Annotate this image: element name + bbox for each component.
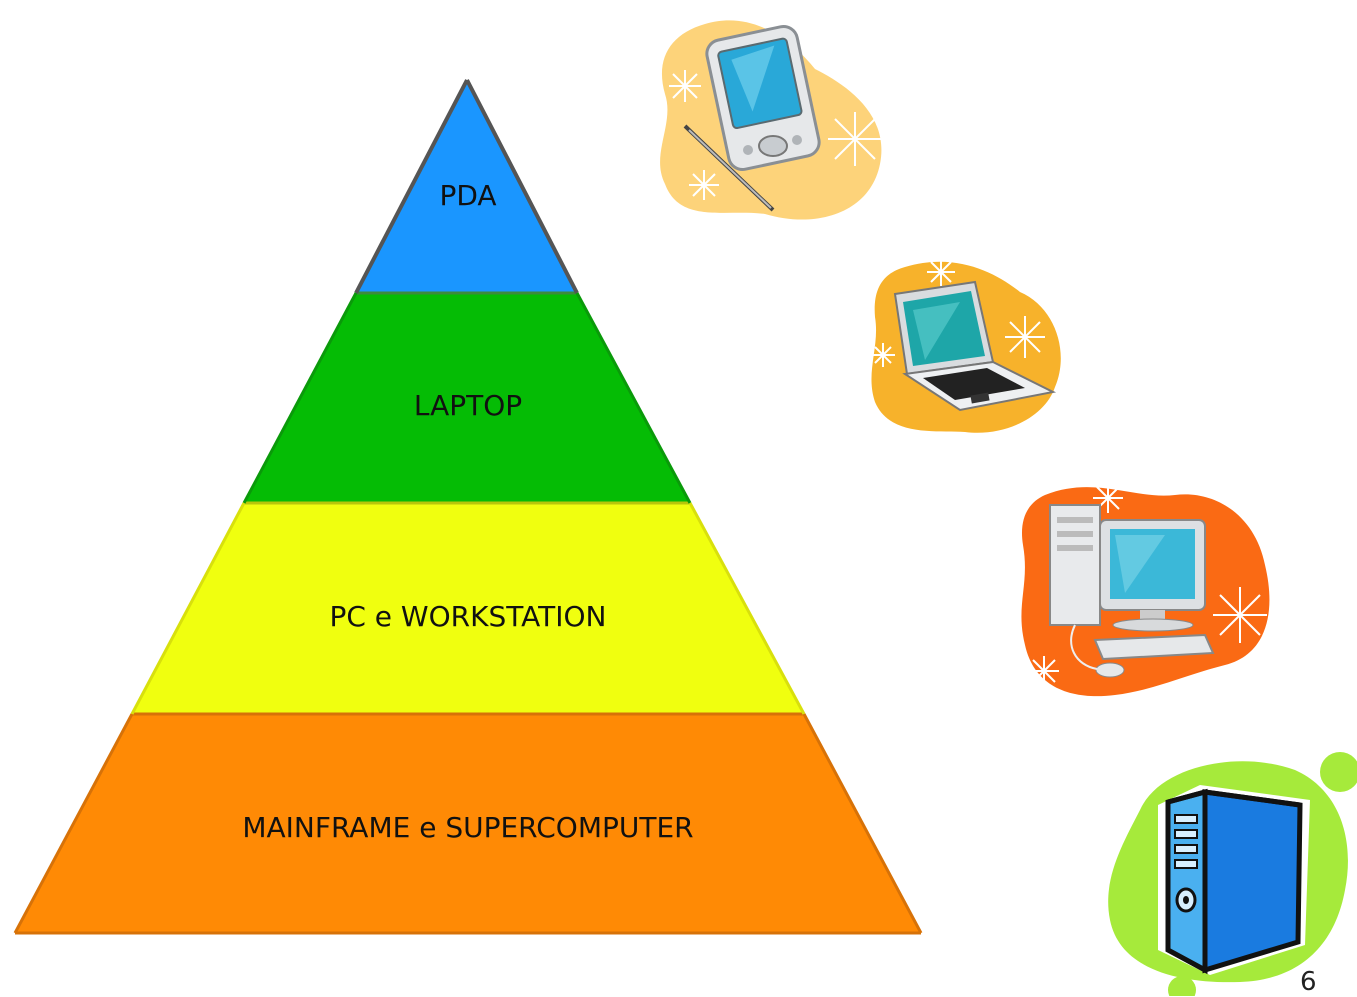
pda-device-icon (660, 20, 882, 220)
laptop-icon (871, 258, 1061, 433)
pyramid-layer-pc (132, 503, 804, 714)
server-tower-icon (1108, 752, 1357, 996)
pyramid-layer-pda (356, 80, 577, 293)
desktop-pc-icon (1021, 483, 1270, 697)
pyramid-layer-mainframe (15, 714, 921, 933)
pyramid-label-pc-workstation: PC e WORKSTATION (329, 600, 606, 633)
pyramid-layer-laptop (244, 293, 690, 503)
pyramid-label-laptop: LAPTOP (414, 389, 522, 422)
pyramid-diagram: PDA LAPTOP PC e WORKSTATION MAINFRAME e … (13, 79, 923, 935)
page-number: 6 (1300, 967, 1317, 997)
pyramid-label-pda: PDA (439, 179, 496, 212)
pyramid-label-mainframe: MAINFRAME e SUPERCOMPUTER (242, 811, 693, 844)
